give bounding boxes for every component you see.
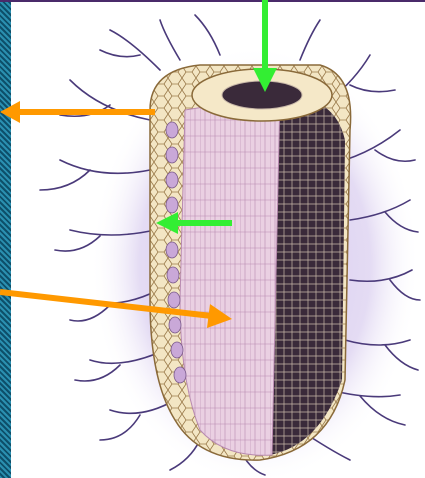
root-inner-tissue <box>180 95 280 455</box>
